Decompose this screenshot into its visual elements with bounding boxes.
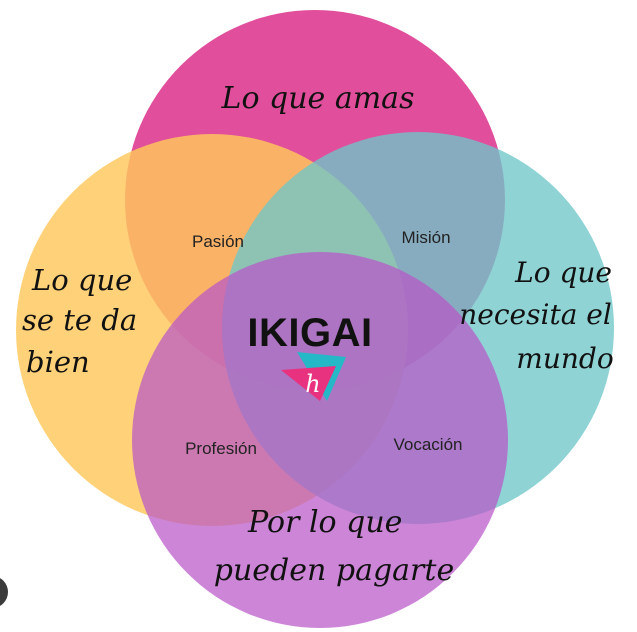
- overlap-label-mision: Misión: [401, 228, 450, 247]
- label-bottom-line-2: pueden pagarte: [214, 553, 454, 588]
- h-brand-icon-letter: h: [305, 370, 320, 398]
- label-lo-que-se-te-da-bien: Lo que se te da bien: [22, 263, 146, 379]
- label-right-line-1: Lo que: [514, 256, 612, 289]
- label-left-line-3: bien: [26, 345, 90, 379]
- label-left-line-2: se te da: [22, 303, 137, 337]
- circles-group: [16, 10, 614, 628]
- overlap-label-profesion: Profesión: [185, 439, 257, 458]
- h-brand-icon-pink-shape: [281, 366, 336, 401]
- overlap-label-pasion: Pasión: [192, 232, 244, 251]
- label-bottom-line-1: Por lo que: [247, 505, 402, 540]
- h-brand-icon: h: [281, 352, 346, 401]
- label-left-line-1: Lo que: [31, 263, 132, 297]
- edge-grey-circle: [0, 578, 8, 606]
- label-por-lo-que-pueden-pagarte: Por lo que pueden pagarte: [214, 505, 454, 588]
- label-lo-que-necesita-el-mundo: Lo que necesita el mundo: [459, 256, 621, 375]
- label-lo-que-amas-line-1: Lo que amas: [221, 81, 415, 116]
- ikigai-title: IKIGAI: [247, 311, 372, 355]
- overlap-label-vocacion: Vocación: [394, 435, 463, 454]
- ikigai-center-logo: IKIGAI h: [247, 311, 372, 401]
- label-lo-que-amas: Lo que amas: [221, 81, 415, 116]
- label-right-line-3: mundo: [516, 342, 613, 375]
- circle-por-lo-que-pueden-pagarte: [132, 252, 508, 628]
- label-right-line-2: necesita el: [459, 298, 612, 331]
